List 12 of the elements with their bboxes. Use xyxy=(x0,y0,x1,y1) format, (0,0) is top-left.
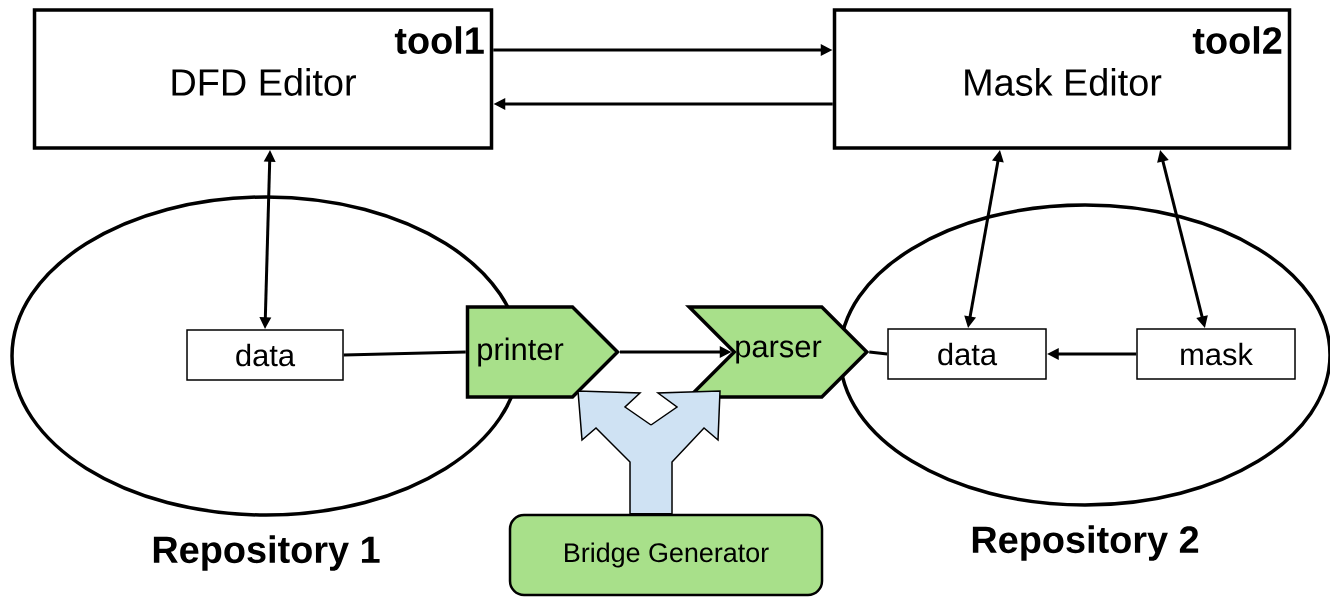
branch-arrow xyxy=(650,390,721,515)
repository-label: Repository 1 xyxy=(153,535,380,571)
tool-label: tool2 xyxy=(1192,26,1282,54)
branch-arrow xyxy=(577,390,652,515)
data-box: data xyxy=(186,329,344,381)
data-box: mask xyxy=(1136,328,1296,380)
data-box: data xyxy=(887,328,1047,380)
editor-name: DFD Editor xyxy=(172,68,356,96)
tool-label: tool1 xyxy=(394,26,484,54)
editor-name: Mask Editor xyxy=(965,68,1162,96)
generator-box: Bridge Generator xyxy=(508,513,824,597)
repository-label: Repository 2 xyxy=(972,525,1199,561)
